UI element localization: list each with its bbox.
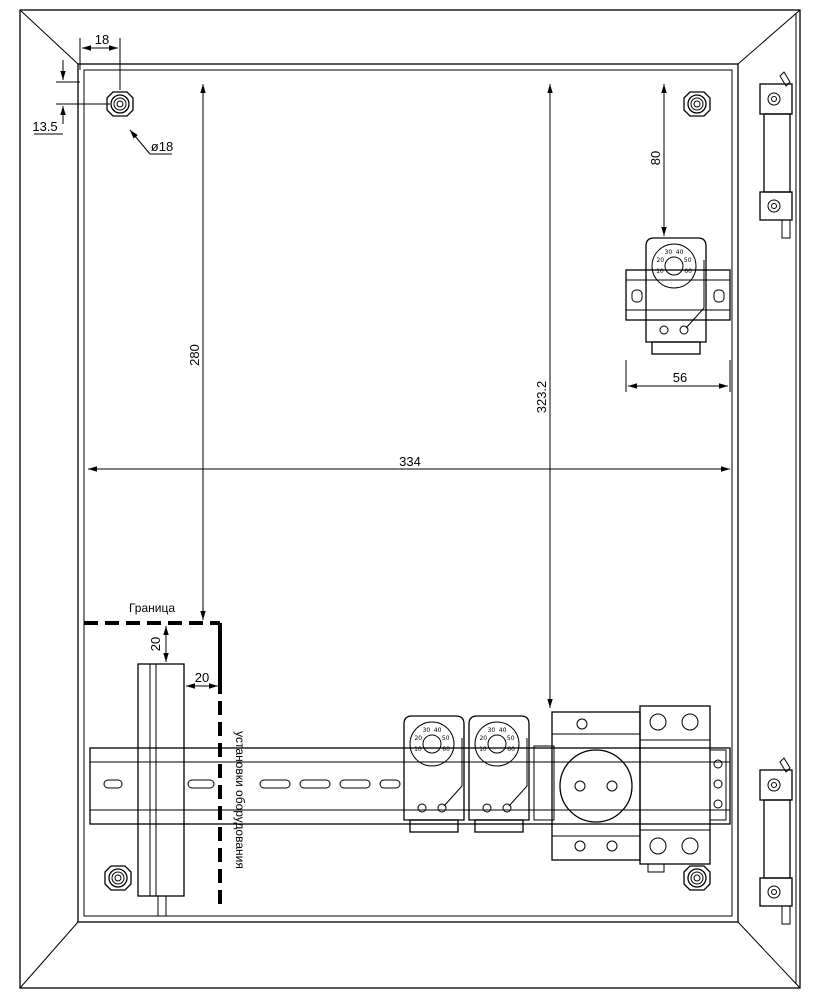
thermostat-scale-label: 40: [676, 249, 684, 256]
gland-top-left: [106, 91, 134, 117]
dim-top-to-thermostat: 80: [648, 151, 663, 165]
dim-hole-diameter: ø18: [151, 139, 173, 154]
dim-top-to-rail: 323.2: [534, 381, 549, 414]
thermostat-scale-label: 60: [684, 268, 692, 275]
thermostat-scale-label: 30: [423, 727, 431, 734]
thermostat-upper: [625, 237, 731, 355]
dim-hole-offset-y: 13.5: [32, 119, 57, 134]
boundary-label: Граница: [129, 601, 175, 615]
thermostat-scale-label: 60: [442, 746, 450, 753]
dim-thermostat-width: 56: [673, 370, 687, 385]
gland-bottom-right: [683, 865, 711, 891]
thermostat-scale-label: 20: [414, 735, 422, 742]
enclosure-frame: [19, 9, 801, 989]
boundary-outline: [84, 621, 222, 908]
dim-top-to-boundary: 280: [187, 344, 202, 366]
hinge-top: [759, 71, 793, 239]
thermostat-scale-label: 30: [488, 727, 496, 734]
socket: [533, 711, 641, 861]
install-zone-label: установки оборудования: [233, 731, 247, 869]
gland-bottom-left: [104, 865, 132, 891]
gland-top-right: [683, 91, 711, 117]
thermostat-scale-label: 10: [479, 746, 487, 753]
dimension-lines: [34, 38, 731, 708]
heater: [137, 663, 185, 916]
din-rail: [89, 747, 731, 825]
dim-inner-width: 334: [399, 454, 421, 469]
dim-hole-offset-x: 18: [95, 32, 109, 47]
thermostat-scale-label: 50: [684, 257, 692, 264]
terminal-block: [639, 705, 727, 873]
dim-boundary-gap-vertical: 20: [148, 637, 163, 651]
thermostat-scale-label: 10: [414, 746, 422, 753]
thermostat-scale-label: 60: [507, 746, 515, 753]
thermostat-scale-label: 50: [442, 735, 450, 742]
thermostat-scale-label: 40: [499, 727, 507, 734]
thermostat-scale-label: 10: [656, 268, 664, 275]
thermostat-scale-label: 30: [665, 249, 673, 256]
thermostat-scale-label: 50: [507, 735, 515, 742]
thermostat-scale-label: 20: [479, 735, 487, 742]
dim-boundary-gap-horizontal: 20: [195, 670, 209, 685]
hinge-bottom: [759, 757, 793, 925]
thermostat-scale-label: 20: [656, 257, 664, 264]
thermostat-scale-label: 40: [434, 727, 442, 734]
